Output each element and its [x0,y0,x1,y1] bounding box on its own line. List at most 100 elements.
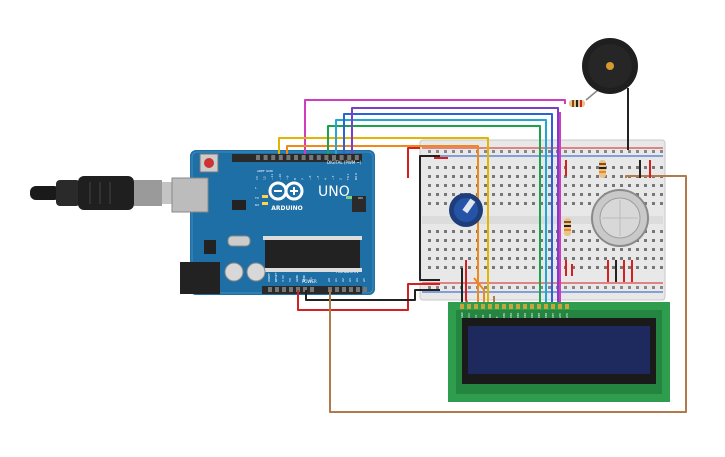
power-pin-label: GND [295,274,299,282]
wire-red-power[interactable] [297,283,440,311]
usb-cable-icon [30,176,194,210]
lcd-pin[interactable] [495,304,499,309]
digital-pin[interactable] [294,155,298,160]
lcd-pin[interactable] [551,304,555,309]
power-pin[interactable] [310,287,314,292]
digital-pin[interactable] [332,155,336,160]
arduino-logo-text: ARDUINO [271,205,302,212]
wire-orange[interactable] [286,145,479,310]
analog-pin-label: A3 [348,278,352,282]
wire-yellow[interactable] [278,137,489,310]
lcd-pin-label: RW [488,313,492,318]
piezo-buzzer-icon[interactable] [582,38,638,94]
wire-red-rail[interactable] [407,147,420,178]
wire-purple[interactable] [351,107,559,310]
wire-black-ground[interactable] [305,289,440,301]
lcd-pin[interactable] [516,304,520,309]
arduino-uno-board[interactable]: ARDUINO UNO DIGITAL (PWM ~) POWER ANALOG… [171,150,375,295]
digital-pin-label: 8 [293,178,297,180]
digital-pin-label: ~6 [308,175,312,180]
digital-pin[interactable] [278,155,283,160]
lcd-pin-label: VCC [467,313,471,318]
lcd-pin-label: DB1 [509,312,513,318]
rx-label: RX [255,203,259,207]
digital-pin[interactable] [271,155,276,160]
resistor-icon-3 [564,218,571,236]
analog-pin[interactable] [349,287,353,292]
lcd-pin-label: V0 [474,314,478,318]
power-pin[interactable] [296,287,300,292]
lcd-pin-label: DB2 [516,312,520,318]
lcd-pin[interactable] [488,304,492,309]
lcd-pin-label: DB5 [537,312,541,318]
lcd-pin[interactable] [474,304,478,309]
gas-sensor-icon[interactable] [591,189,649,247]
digital-pin-label: ~9 [285,175,289,180]
digital-pin[interactable] [286,155,291,160]
analog-pin[interactable] [328,287,332,292]
digital-pin[interactable] [256,155,260,160]
digital-pin[interactable] [316,155,321,160]
lcd-pin[interactable] [481,304,485,309]
analog-pin[interactable] [342,287,346,292]
power-pin-label: GND [302,274,306,282]
wire-black-rail[interactable] [419,155,440,281]
lcd-pin[interactable] [544,304,548,309]
power-pin[interactable] [275,287,279,292]
potentiometer-icon[interactable] [449,193,483,227]
lcd-pin[interactable] [558,304,562,309]
gnd-label: GND [266,169,274,173]
wire-brown[interactable] [329,175,687,413]
digital-pin[interactable] [354,155,359,160]
lcd-pin[interactable] [565,304,569,309]
lcd-pin-label: DB0 [502,312,506,318]
power-pin[interactable] [303,287,307,292]
lcd-pin[interactable] [460,304,464,309]
wire-green[interactable] [327,125,541,310]
board-model-label: UNO [318,184,350,200]
analog-pin[interactable] [335,287,339,292]
digital-pin-label: TX 1 [346,173,350,181]
digital-pin[interactable] [347,155,352,160]
lcd-pin-label: LED [565,313,569,318]
power-pin-label: IOREF [267,273,271,282]
analog-pin-label: A4 [355,278,359,282]
lcd-pin-label: E [495,316,499,318]
analog-pin-label: A0 [327,278,331,282]
lcd-pin-label: DB6 [544,312,548,318]
analog-pin[interactable] [363,287,367,292]
digital-pin[interactable] [263,155,268,160]
wire-cyan[interactable] [335,119,547,310]
lcd-pin-label: DB3 [523,312,527,318]
lcd-pin[interactable] [537,304,541,309]
digital-pin[interactable] [309,155,314,160]
lcd-pin-label: LED [558,313,562,318]
power-pin[interactable] [268,287,272,292]
analog-pin-label: A2 [341,278,345,282]
digital-pin-label: 13 [255,176,259,180]
digital-pin[interactable] [339,155,344,160]
arduino-logo-icon [268,181,304,201]
lcd-pin[interactable] [530,304,534,309]
power-pin-label: Vin [309,277,313,282]
lcd-pin[interactable] [502,304,506,309]
lcd-pin[interactable] [523,304,527,309]
lcd-pin[interactable] [509,304,513,309]
power-pin[interactable] [282,287,286,292]
lcd-pin-label: DB7 [551,312,555,318]
analog-pin[interactable] [356,287,360,292]
wire-blue[interactable] [343,113,553,310]
power-pin[interactable] [289,287,293,292]
wire-magenta[interactable] [304,99,566,154]
digital-pin[interactable] [301,155,306,160]
digital-pin-label: 2 [339,178,343,180]
reset-button-cap[interactable] [204,158,214,168]
lcd-pin[interactable] [467,304,471,309]
digital-pin[interactable] [324,155,329,160]
digital-pin-label: ~10 [278,174,282,180]
digital-pin-label: 7 [301,178,305,180]
